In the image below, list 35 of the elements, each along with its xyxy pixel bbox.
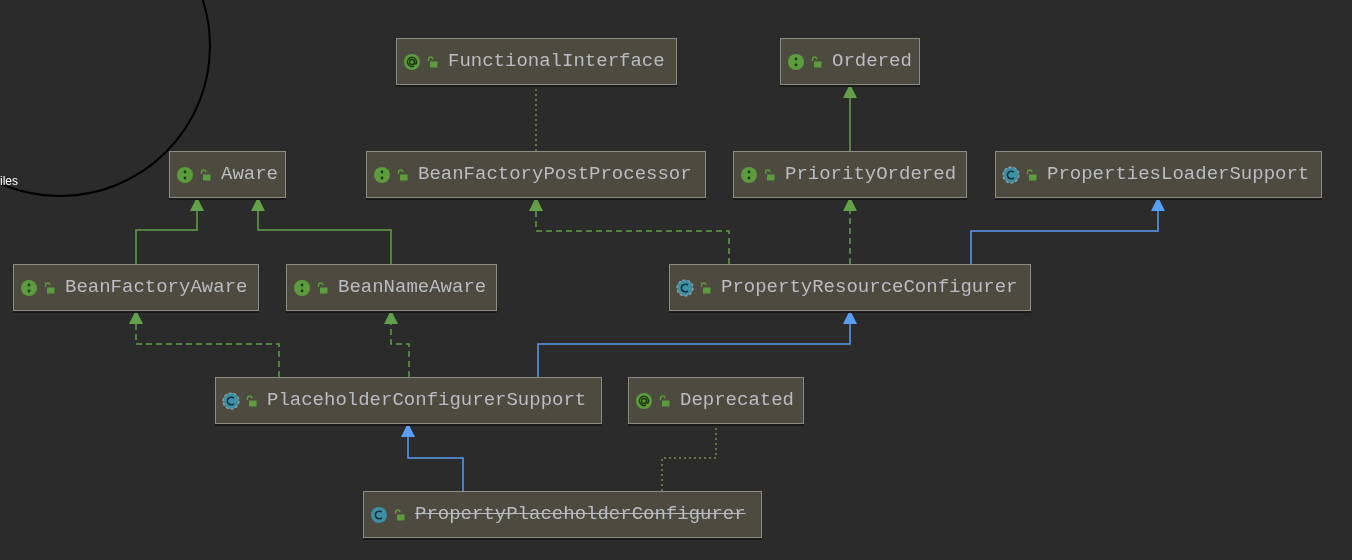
class-name: FunctionalInterface xyxy=(448,49,665,75)
class-box xyxy=(215,377,602,424)
class-box xyxy=(396,38,677,85)
arrow xyxy=(843,84,857,152)
class-name: PropertyPlaceholderConfigurer xyxy=(415,502,746,528)
class-name: Deprecated xyxy=(680,388,795,414)
class-box xyxy=(363,491,762,538)
class-name: PropertyResourceConfigurer xyxy=(721,275,1018,301)
arrow xyxy=(251,197,392,265)
class-box xyxy=(13,264,259,311)
class-box xyxy=(628,377,804,424)
arrow xyxy=(135,197,204,265)
arrow xyxy=(529,197,730,265)
class-box xyxy=(733,151,967,198)
arrow xyxy=(537,310,857,378)
arrow xyxy=(843,197,857,265)
label-text: iles xyxy=(0,173,18,190)
arrow xyxy=(401,423,464,492)
class-box xyxy=(286,264,497,311)
class-box xyxy=(995,151,1322,198)
class-name: Ordered xyxy=(832,49,912,75)
class-name: BeanFactoryAware xyxy=(65,275,248,301)
arrow xyxy=(970,197,1165,265)
arrow xyxy=(129,310,280,378)
class-box xyxy=(169,151,286,198)
class-box xyxy=(366,151,706,198)
class-name: PropertiesLoaderSupport xyxy=(1047,162,1310,188)
class-box xyxy=(780,38,920,85)
class-name: BeanFactoryPostProcessor xyxy=(418,162,692,188)
class-box xyxy=(669,264,1031,311)
arrow xyxy=(384,310,410,378)
class-name: PriorityOrdered xyxy=(785,162,957,188)
class-name: BeanNameAware xyxy=(338,275,487,301)
class-name: PlaceholderConfigurerSupport xyxy=(267,388,587,414)
class-name: Aware xyxy=(221,162,278,188)
